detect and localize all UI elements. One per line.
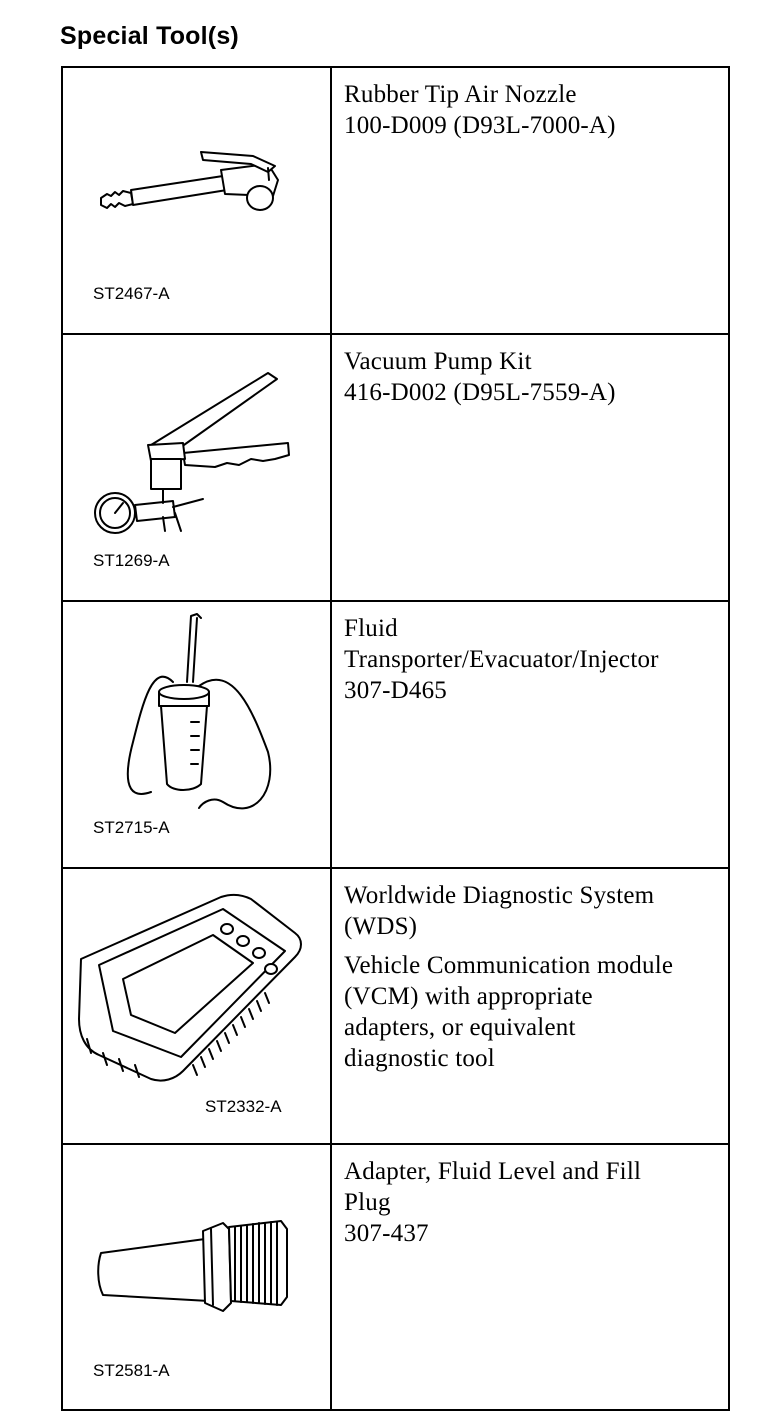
fill-plug-adapter-icon bbox=[97, 1220, 288, 1312]
tool-note-line: diagnostic tool bbox=[344, 1045, 495, 1072]
tool-code: ST2467-A bbox=[93, 284, 170, 303]
tool-note-line: Vehicle Communication module bbox=[344, 952, 674, 979]
tool-illustration-cell: ST1269-A bbox=[61, 333, 332, 602]
fluid-evacuator-icon bbox=[126, 613, 272, 810]
tool-illustration-cell: ST2715-A bbox=[61, 600, 332, 869]
tool-code: ST1269-A bbox=[93, 551, 170, 570]
tool-description-cell: Fluid Transporter/Evacuator/Injector 307… bbox=[330, 600, 730, 869]
tool-name-abbreviation: (WDS) bbox=[344, 913, 418, 940]
diagnostic-system-icon bbox=[78, 893, 302, 1082]
tool-name: Adapter, Fluid Level and Fill bbox=[344, 1158, 642, 1185]
tool-row: ST2467-A Rubber Tip Air Nozzle 100-D009 … bbox=[61, 66, 730, 335]
tool-part-number: 416-D002 (D95L-7559-A) bbox=[344, 379, 616, 406]
tool-description-cell: Worldwide Diagnostic System (WDS) Vehicl… bbox=[330, 867, 730, 1145]
tool-code: ST2715-A bbox=[93, 818, 170, 837]
vacuum-pump-icon bbox=[94, 372, 290, 534]
tool-name-continued: Plug bbox=[344, 1189, 391, 1216]
page-heading: Special Tool(s) bbox=[60, 22, 239, 50]
tool-row: ST2332-A Worldwide Diagnostic System (WD… bbox=[61, 867, 730, 1145]
tool-description-cell: Adapter, Fluid Level and Fill Plug 307-4… bbox=[330, 1143, 730, 1411]
tool-illustration-cell: ST2581-A bbox=[61, 1143, 332, 1411]
tool-illustration-cell: ST2332-A bbox=[61, 867, 332, 1145]
tool-illustration-cell: ST2467-A bbox=[61, 66, 332, 335]
tool-row: ST1269-A Vacuum Pump Kit 416-D002 (D95L-… bbox=[61, 333, 730, 602]
tool-note-line: (VCM) with appropriate bbox=[344, 983, 593, 1010]
tool-row: ST2715-A Fluid Transporter/Evacuator/Inj… bbox=[61, 600, 730, 869]
special-tools-table: ST2467-A Rubber Tip Air Nozzle 100-D009 … bbox=[61, 66, 730, 1411]
tool-part-number: 100-D009 (D93L-7000-A) bbox=[344, 112, 616, 139]
tool-description-cell: Vacuum Pump Kit 416-D002 (D95L-7559-A) bbox=[330, 333, 730, 602]
tool-code: ST2332-A bbox=[205, 1097, 282, 1116]
tool-name: Fluid bbox=[344, 615, 398, 642]
tool-code: ST2581-A bbox=[93, 1361, 170, 1380]
tool-note-line: adapters, or equivalent bbox=[344, 1014, 576, 1041]
tool-part-number: 307-437 bbox=[344, 1220, 429, 1247]
tool-name: Vacuum Pump Kit bbox=[344, 348, 532, 375]
air-nozzle-icon bbox=[100, 151, 279, 211]
tool-name: Rubber Tip Air Nozzle bbox=[344, 81, 577, 108]
tool-name-continued: Transporter/Evacuator/Injector bbox=[344, 646, 659, 673]
tool-part-number: 307-D465 bbox=[344, 677, 447, 704]
tool-row: ST2581-A Adapter, Fluid Level and Fill P… bbox=[61, 1143, 730, 1411]
tool-name: Worldwide Diagnostic System bbox=[344, 882, 655, 909]
tool-description-cell: Rubber Tip Air Nozzle 100-D009 (D93L-700… bbox=[330, 66, 730, 335]
